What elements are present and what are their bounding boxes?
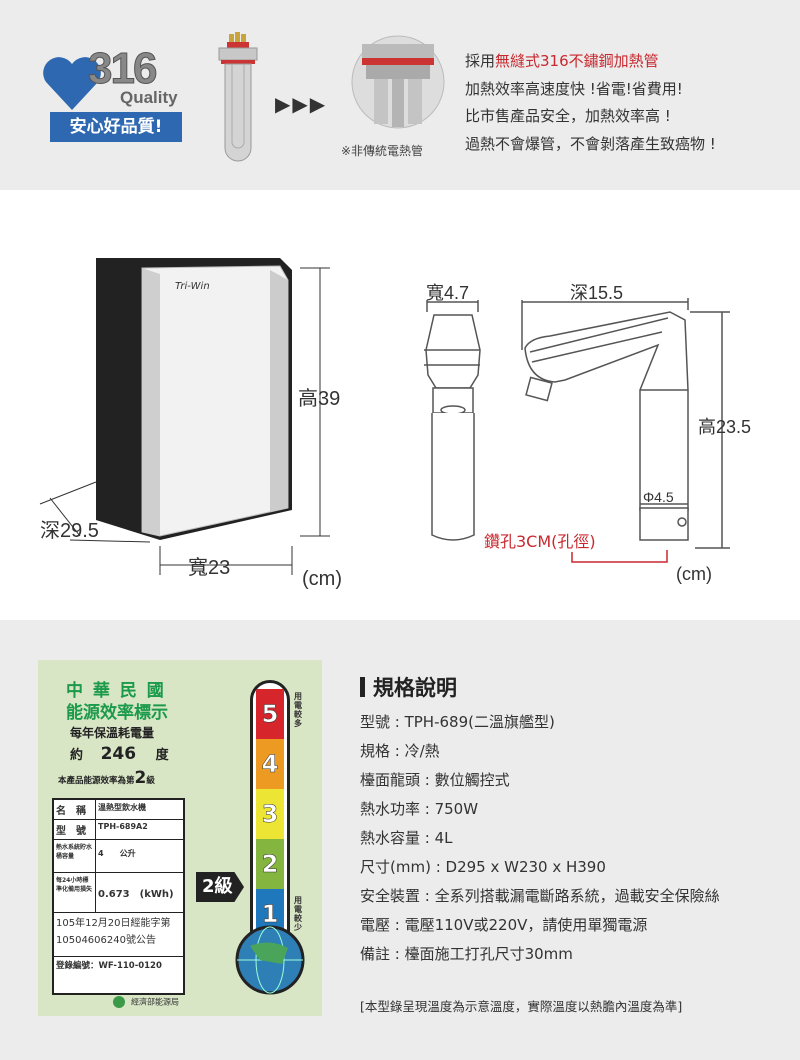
tube-closeup-image: [351, 35, 445, 129]
brand-logo: Tri-Win: [175, 281, 210, 292]
scale-level-5: 5: [256, 689, 284, 739]
drill-hole-label: 鑽孔3CM(孔徑): [484, 532, 596, 551]
spec-item: 安全裝置 : 全系列搭載漏電斷路系統，過載安全保險絲: [360, 887, 720, 905]
faucet-width-label: 寬4.7: [426, 283, 470, 303]
feature-list: 採用無縫式316不鏽鋼加熱管 加熱效率高速度快 !省電!省費用! 比市售產品安全…: [465, 48, 716, 158]
depth-label: 深29.5: [40, 520, 99, 542]
spec-list: 型號 : TPH-689(二溫旗艦型) 規格 : 冷/熱檯面龍頭 : 數位觸控式熱…: [360, 708, 720, 969]
faucet-height-label: 高23.5: [698, 417, 752, 437]
scale-level-2: 2: [256, 839, 284, 889]
scale-level-3: 3: [256, 789, 284, 839]
spec-item: 熱水容量 : 4L: [360, 829, 453, 847]
annual-consumption: 約 246 度: [70, 744, 169, 764]
spec-title: 規格說明: [360, 672, 457, 702]
dispenser-diagram: [39, 258, 330, 575]
scale-level-4: 4: [256, 739, 284, 789]
globe-icon: [235, 925, 305, 995]
316-quality-logo: 316 Quality 安心好品質!: [42, 44, 192, 150]
table-row: 名 稱溫熱型飲水機: [54, 800, 183, 820]
table-row: 105年12月20日經能字第10504606240號公告: [54, 913, 183, 957]
width-label: 寬23: [188, 557, 231, 579]
spec-item: 熱水功率 : 750W: [360, 800, 479, 818]
spec-item: 規格 : 冷/熱: [360, 742, 440, 760]
heart-icon: [43, 57, 101, 110]
unit-label: (cm): [302, 568, 342, 590]
spec-item: 電壓 : 電壓110V或220V，請使用單獨電源: [360, 916, 648, 934]
spec-item: 檯面龍頭 : 數位觸控式: [360, 771, 510, 789]
feature-item: 採用無縫式316不鏽鋼加熱管: [465, 52, 659, 70]
agency-logo-icon: [113, 996, 125, 1008]
arrow-indicator: ▶▶▶: [275, 92, 328, 116]
heating-tube-image: [218, 32, 258, 162]
spec-item: 尺寸(mm) : D295 x W230 x H390: [360, 858, 606, 876]
tube-note: ※非傳統電熱管: [341, 144, 424, 158]
energy-efficiency-label: 中 華 民 國 能源效率標示 每年保溫耗電量 約 246 度 本產品能源效率為第…: [38, 660, 322, 1016]
feature-item: 比市售產品安全，加熱效率高 !: [465, 107, 671, 125]
spec-item: 型號 : TPH-689(二溫旗艦型): [360, 713, 555, 731]
feature-item: 過熱不會爆管，不會剝落產生致癌物 !: [465, 134, 716, 153]
faucet-diameter-label: Φ4.5: [643, 489, 674, 505]
faucet-unit-label: (cm): [676, 564, 712, 584]
agency-name: 經濟部能源局: [113, 996, 179, 1008]
faucet-depth-label: 深15.5: [570, 283, 624, 303]
feature-item: 加熱效率高速度快 !省電!省費用!: [465, 79, 683, 98]
table-row: 登錄編號：WF-110-0120: [56, 961, 162, 971]
height-label: 高39: [298, 388, 341, 410]
spec-footnote: [本型錄呈現溫度為示意溫度，實際溫度以熱膽內溫度為準]: [360, 999, 683, 1014]
faucet-diagram: [424, 298, 730, 563]
grade-pointer: 2級: [196, 872, 244, 902]
spec-item: 備註 : 檯面施工打孔尺寸30mm: [360, 945, 573, 963]
